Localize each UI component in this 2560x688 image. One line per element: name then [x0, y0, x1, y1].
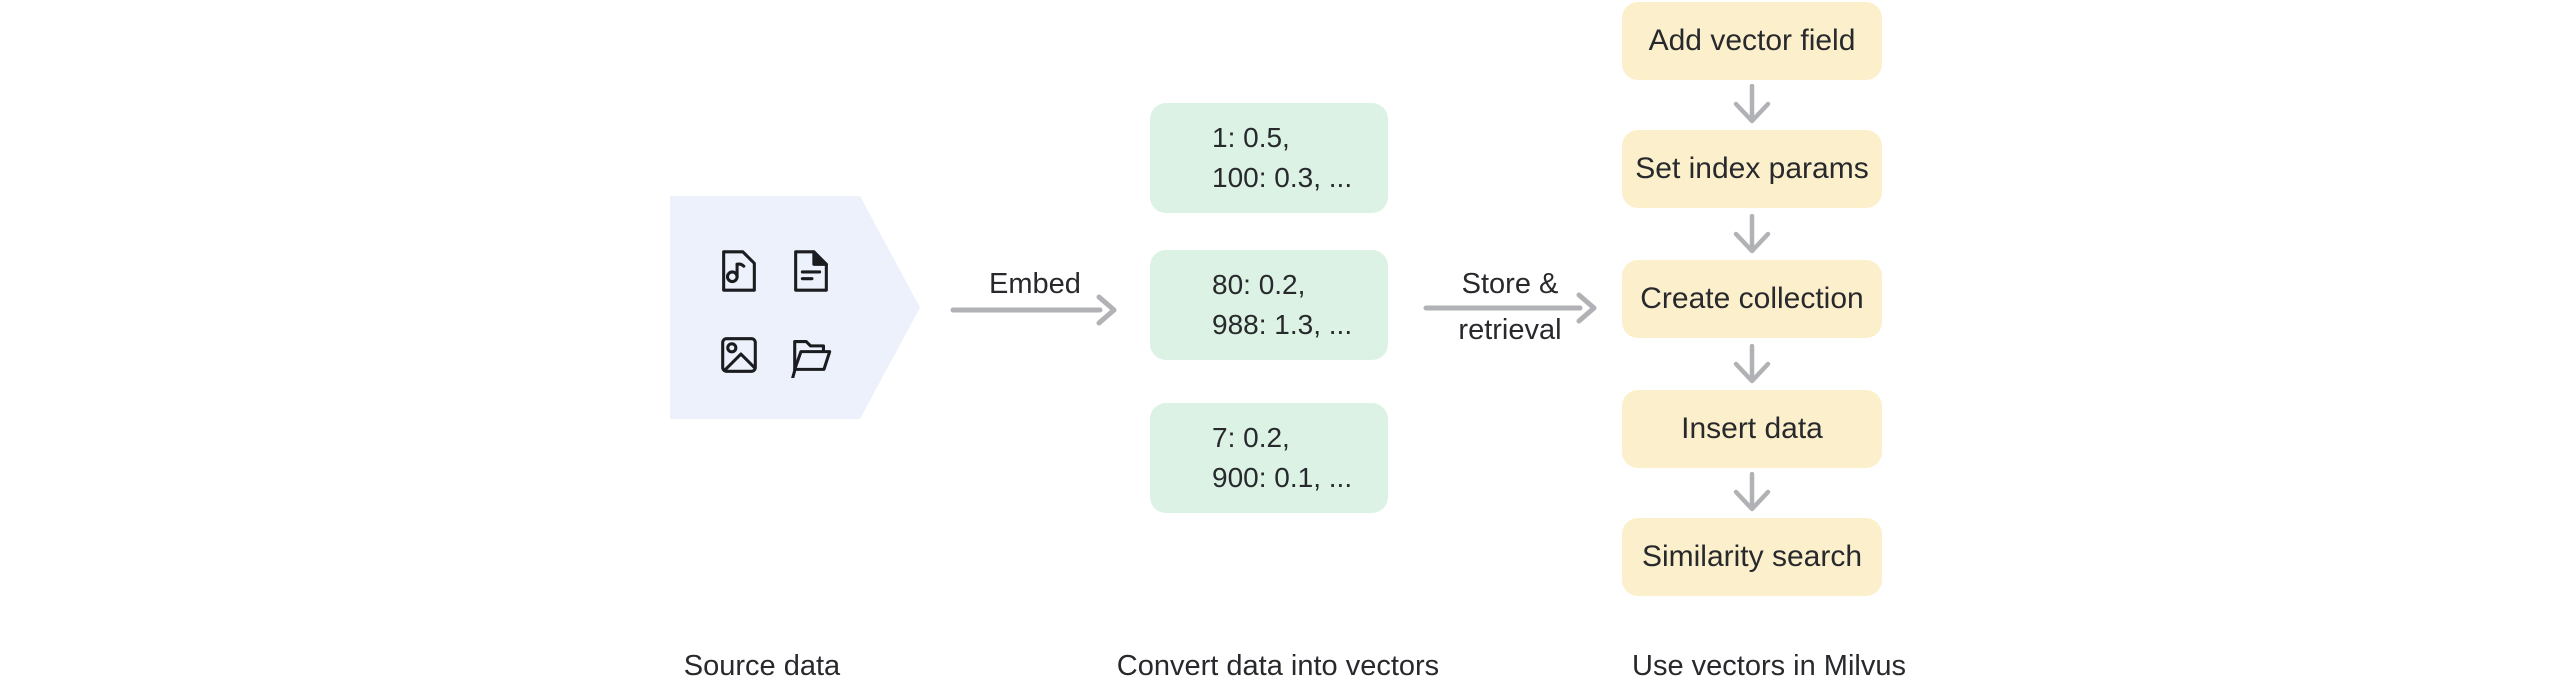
down-arrow-icon	[1733, 84, 1771, 124]
vector-box: 80: 0.2, 988: 1.3, ...	[1150, 250, 1388, 360]
step-insert-data: Insert data	[1622, 390, 1882, 468]
step-create-collection: Create collection	[1622, 260, 1882, 338]
vector-box: 1: 0.5, 100: 0.3, ...	[1150, 103, 1388, 213]
vector-value-line: 1: 0.5,	[1212, 122, 1290, 153]
down-arrow-icon	[1733, 214, 1771, 254]
store-retrieval-label-line1: Store &	[1461, 268, 1559, 300]
step-similarity-search: Similarity search	[1622, 518, 1882, 596]
store-retrieval-label-line2: retrieval	[1458, 314, 1562, 346]
vector-value-line: 100: 0.3, ...	[1212, 162, 1353, 193]
audio-file-icon	[722, 250, 756, 292]
step-set-index-params: Set index params	[1622, 130, 1882, 208]
vector-value-line: 7: 0.2,	[1212, 422, 1290, 453]
folder-icon	[791, 340, 832, 378]
source-data-shape	[670, 196, 920, 419]
step-add-vector-field: Add vector field	[1622, 2, 1882, 80]
vector-box: 7: 0.2, 900: 0.1, ...	[1150, 403, 1388, 513]
vector-value-line: 80: 0.2,	[1212, 269, 1306, 300]
vector-value-line: 988: 1.3, ...	[1212, 309, 1353, 340]
embed-label: Embed	[989, 268, 1081, 300]
down-arrow-icon	[1733, 344, 1771, 384]
embed-arrow-icon	[950, 294, 1117, 326]
image-icon	[721, 337, 757, 373]
store-retrieval-arrow-icon	[1423, 292, 1597, 324]
down-arrow-icon	[1733, 472, 1771, 512]
vector-value-line: 900: 0.1, ...	[1212, 462, 1353, 493]
caption-use-vectors: Use vectors in Milvus	[1632, 650, 1906, 682]
caption-source-data: Source data	[683, 650, 841, 682]
text-document-icon	[794, 250, 828, 292]
caption-convert-data: Convert data into vectors	[1116, 650, 1440, 682]
source-icons-grid	[716, 248, 834, 378]
